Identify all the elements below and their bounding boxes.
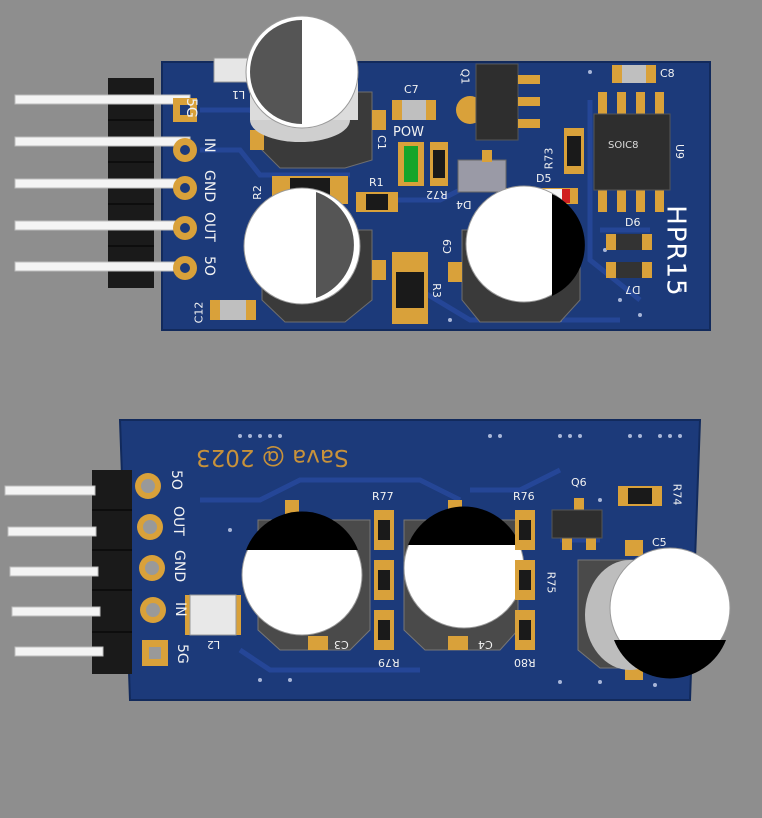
ref-POW: POW	[393, 125, 424, 140]
top-pin-label-in: IN	[201, 138, 217, 153]
ref-D6: D6	[625, 216, 641, 229]
ref-R2: R2	[250, 185, 264, 200]
ref-R73: R73	[542, 147, 556, 170]
ref-L2: L2	[207, 638, 221, 651]
ref-C3: C3	[334, 638, 349, 651]
bottom-pin-label-out: OUT	[170, 506, 186, 536]
ref-R76: R76	[513, 490, 535, 503]
ref-SOIC8: SOIC8	[608, 140, 639, 151]
top-pin-label-5o: 5O	[201, 256, 217, 276]
ref-D5: D5	[536, 172, 552, 185]
ref-D4: D4	[456, 198, 472, 211]
ref-C8: C8	[660, 67, 675, 80]
credit-label: Sava @ 2023	[196, 444, 349, 470]
ref-C5: C5	[652, 536, 667, 549]
ref-Q1: Q1	[458, 68, 472, 85]
bottom-pin-label-gnd: GND	[171, 550, 187, 583]
ref-Q6: Q6	[571, 476, 587, 489]
ref-R77: R77	[372, 490, 394, 503]
top-pcb-board: 5G IN GND OUT 5O L1 C7 Q1 C8 POW C1 R73 …	[0, 0, 762, 340]
ref-U9: U9	[673, 143, 687, 160]
ref-R75: R75	[544, 571, 558, 594]
ref-C4: C4	[478, 638, 493, 651]
bottom-pin-label-in: IN	[172, 602, 188, 617]
top-pcb-graphics	[14, 15, 711, 331]
ref-R79: R79	[378, 656, 400, 669]
top-pin-label-5g: 5G	[183, 98, 199, 118]
board-model-label: HPR15	[660, 205, 691, 297]
ref-C7: C7	[404, 83, 419, 96]
bottom-pcb-graphics	[4, 419, 731, 701]
ref-C12: C12	[192, 301, 206, 324]
ref-C9: C9	[440, 239, 454, 254]
ref-R74: R74	[670, 483, 684, 506]
top-pin-label-out: OUT	[201, 212, 217, 242]
ref-D7: D7	[625, 283, 641, 296]
bottom-pin-label-5o: 5O	[168, 470, 184, 490]
ref-R1: R1	[369, 176, 384, 189]
ref-R80: R80	[514, 656, 536, 669]
ref-R72: R72	[426, 188, 448, 201]
bottom-pin-label-5g: 5G	[174, 644, 190, 664]
ref-L1: L1	[232, 88, 246, 101]
ref-R3: R3	[429, 283, 443, 298]
ref-C1: C1	[374, 135, 388, 150]
top-pin-label-gnd: GND	[201, 170, 217, 203]
bottom-pcb-board: Sava @ 2023 5O OUT GND IN 5G R77 R76 Q6 …	[0, 400, 762, 710]
